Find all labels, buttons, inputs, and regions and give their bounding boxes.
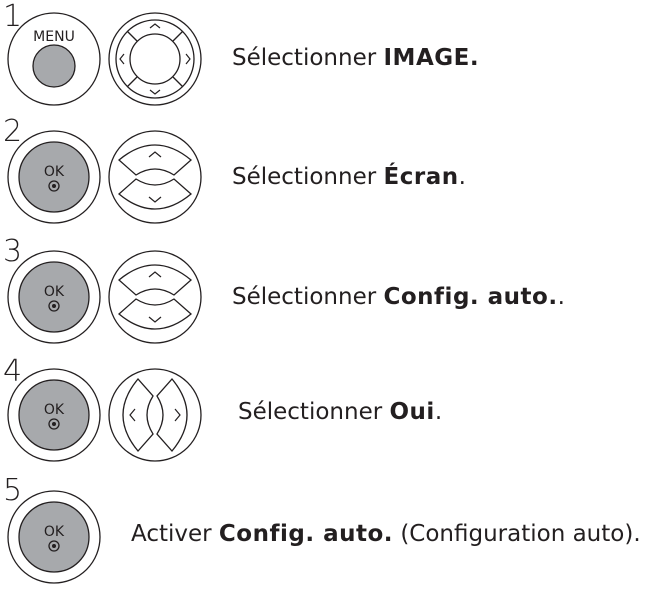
step-number: 1 [3, 0, 23, 34]
step-instruction: Sélectionner IMAGE. [232, 45, 480, 71]
left-right-pad-icon [108, 368, 202, 462]
step-instruction: Sélectionner Écran. [232, 164, 466, 190]
ok-button-label: OK [44, 402, 65, 418]
ok-button-label: OK [44, 284, 65, 300]
step-instruction: Activer Config. auto. (Configuration aut… [131, 521, 641, 547]
step-4: 4 OK Sélectionner Oui. [0, 354, 648, 480]
step-number: 4 [3, 354, 23, 389]
four-way-pad-icon [108, 12, 202, 106]
step-instruction: Sélectionner Config. auto.. [232, 284, 565, 310]
step-5: 5 OK Activer Config. auto. (Configuratio… [0, 474, 648, 594]
ok-button-icon: OK [7, 130, 101, 224]
step-number: 3 [3, 234, 23, 269]
step-instruction: Sélectionner Oui. [238, 399, 443, 425]
step-3: 3 OK Sélectionner Config. auto.. [0, 234, 648, 360]
menu-button-icon: MENU [7, 12, 101, 106]
ok-button-label: OK [44, 524, 65, 540]
ok-button-icon: OK [7, 368, 101, 462]
step-number: 5 [3, 473, 23, 508]
ok-button-icon: OK [7, 490, 101, 584]
menu-button-label: MENU [33, 29, 75, 45]
up-down-pad-icon [108, 250, 202, 344]
step-number: 2 [3, 114, 23, 149]
step-1: 1 MENU Sélectionner IMAGE. [0, 0, 648, 120]
step-2: 2 OK Sélectionner Écran. [0, 114, 648, 240]
up-down-pad-icon [108, 130, 202, 224]
ok-button-icon: OK [7, 250, 101, 344]
ok-button-label: OK [44, 164, 65, 180]
